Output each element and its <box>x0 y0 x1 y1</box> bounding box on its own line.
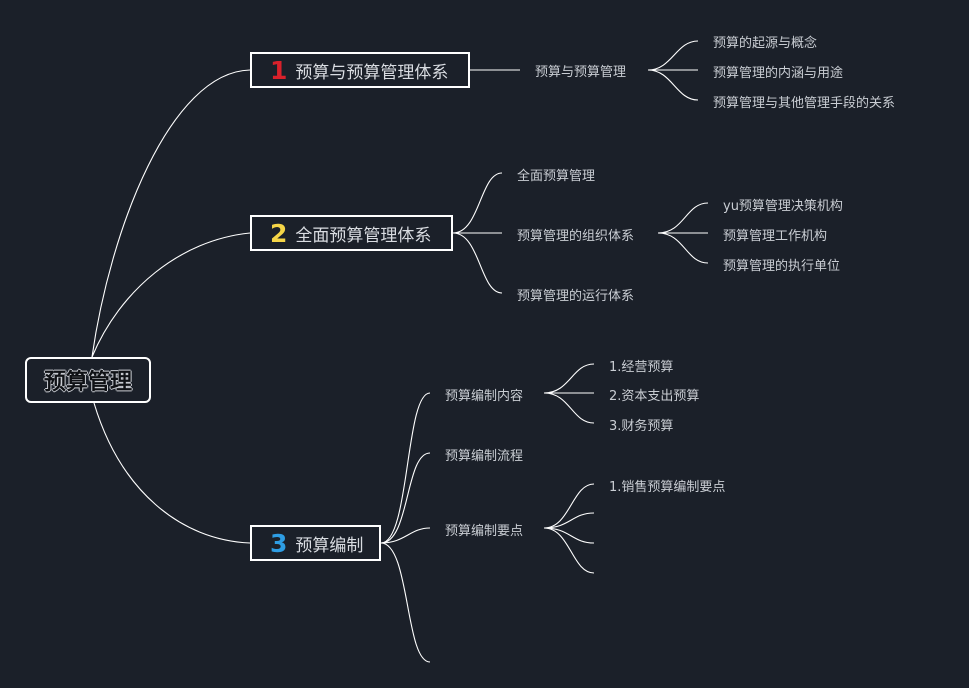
connector-b3c-leaf2 <box>543 512 595 529</box>
subtopic-label: 全面预算管理 <box>517 168 596 184</box>
leaf-label: 1.销售预算编制要点 <box>609 479 726 495</box>
connector-b3c-leaf3 <box>543 527 595 544</box>
subtopic-organization-system[interactable]: 预算管理的组织体系 <box>517 224 634 244</box>
connector-root-branch2 <box>91 232 251 358</box>
subtopic-compilation-content[interactable]: 预算编制内容 <box>445 384 523 404</box>
connector-b3a-leaf3 <box>543 392 595 424</box>
subtopic-label: 预算编制流程 <box>445 448 524 464</box>
connector-b3-sub2 <box>380 452 431 544</box>
connector-b1-leaf3 <box>647 69 699 101</box>
connector-b3-sub1 <box>380 392 431 544</box>
leaf-label: yu预算管理决策机构 <box>723 198 843 214</box>
subtopic-label: 预算编制要点 <box>445 523 524 539</box>
leaf-budget-connotation[interactable]: 预算管理的内涵与用途 <box>713 61 843 81</box>
subtopic-budget-and-management[interactable]: 预算与预算管理 <box>535 60 626 80</box>
subtopic-operation-system[interactable]: 预算管理的运行体系 <box>517 284 634 304</box>
branch-node-3[interactable]: 3 预算编制 <box>250 525 381 561</box>
leaf-label: 1.经营预算 <box>609 359 674 375</box>
connector-b2-leaf3 <box>657 232 709 264</box>
leaf-budget-origin[interactable]: 预算的起源与概念 <box>713 31 817 51</box>
leaf-label: 预算管理工作机构 <box>723 228 828 244</box>
subtopic-label: 预算管理的组织体系 <box>517 228 635 244</box>
connector-b3-sub4 <box>380 542 431 663</box>
leaf-label: 预算管理与其他管理手段的关系 <box>713 95 896 111</box>
leaf-operating-budget[interactable]: 1.经营预算 <box>609 355 673 375</box>
connector-b2-sub3 <box>452 232 503 294</box>
subtopic-compilation-process[interactable]: 预算编制流程 <box>445 444 523 464</box>
connector-b2-leaf1 <box>657 202 709 234</box>
connector-b3-sub3 <box>380 527 431 544</box>
connector-b3a-leaf1 <box>543 363 595 394</box>
root-node[interactable]: 预算管理 <box>25 357 151 403</box>
root-label: 预算管理 <box>43 370 132 395</box>
leaf-label: 预算的起源与概念 <box>713 35 818 51</box>
connector-b1-leaf1 <box>647 40 699 71</box>
leaf-working-body[interactable]: 预算管理工作机构 <box>723 224 827 244</box>
branch-number-2: 2 <box>270 218 288 248</box>
leaf-decision-body[interactable]: yu预算管理决策机构 <box>723 194 843 214</box>
leaf-capital-budget[interactable]: 2.资本支出预算 <box>609 384 699 404</box>
connector-b2-sub1 <box>452 172 503 234</box>
connector-b3c-leaf4 <box>543 527 595 574</box>
leaf-label: 预算管理的内涵与用途 <box>713 65 844 81</box>
connector-b3c-leaf1 <box>543 483 595 529</box>
leaf-label: 预算管理的执行单位 <box>723 258 841 274</box>
leaf-financial-budget[interactable]: 3.财务预算 <box>609 414 673 434</box>
branch-label-2: 全面预算管理体系 <box>295 225 432 246</box>
branch-number-1: 1 <box>270 55 288 85</box>
subtopic-label: 预算管理的运行体系 <box>517 288 635 304</box>
subtopic-comprehensive-budget[interactable]: 全面预算管理 <box>517 164 595 184</box>
leaf-label: 3.财务预算 <box>609 418 674 434</box>
connector-root-branch1 <box>91 69 251 358</box>
branch-label-3: 预算编制 <box>295 535 364 556</box>
branch-number-3: 3 <box>270 528 288 558</box>
subtopic-label: 预算编制内容 <box>445 388 524 404</box>
subtopic-label: 预算与预算管理 <box>535 64 627 80</box>
subtopic-compilation-keypoints[interactable]: 预算编制要点 <box>445 519 523 539</box>
branch-node-2[interactable]: 2 全面预算管理体系 <box>250 215 453 251</box>
connector-root-branch3 <box>93 402 251 544</box>
leaf-execution-unit[interactable]: 预算管理的执行单位 <box>723 254 840 274</box>
branch-node-1[interactable]: 1 预算与预算管理体系 <box>250 52 470 88</box>
leaf-sales-budget-keypoints[interactable]: 1.销售预算编制要点 <box>609 475 725 495</box>
leaf-budget-relation[interactable]: 预算管理与其他管理手段的关系 <box>713 91 895 111</box>
leaf-label: 2.资本支出预算 <box>609 388 700 404</box>
branch-label-1: 预算与预算管理体系 <box>295 62 449 83</box>
